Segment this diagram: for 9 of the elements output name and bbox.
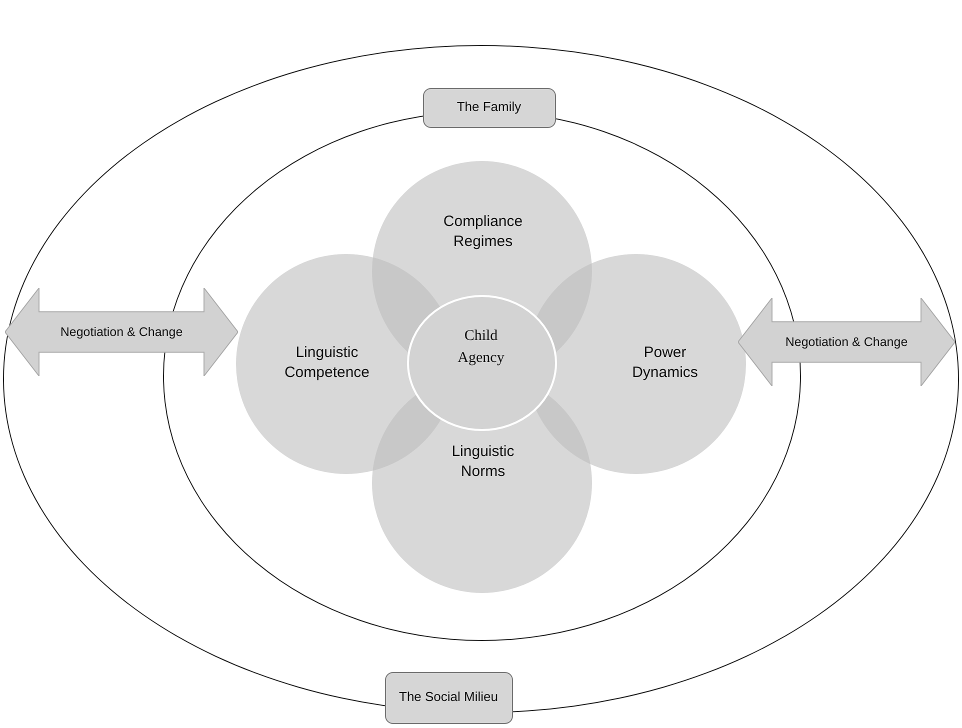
ring-label: The Family (422, 88, 556, 128)
circle-label: Power Dynamics (631, 343, 699, 382)
arrow-label: Negotiation & Change (59, 325, 184, 339)
arrow-label: Negotiation & Change (784, 335, 909, 349)
ring-label: The Social Milieu (384, 672, 512, 724)
circle-label: Linguistic Competence (283, 343, 371, 382)
center-label: Child Agency (456, 327, 506, 368)
circle-label: Linguistic Norms (450, 442, 516, 481)
circle-label: Compliance Regimes (442, 212, 524, 251)
